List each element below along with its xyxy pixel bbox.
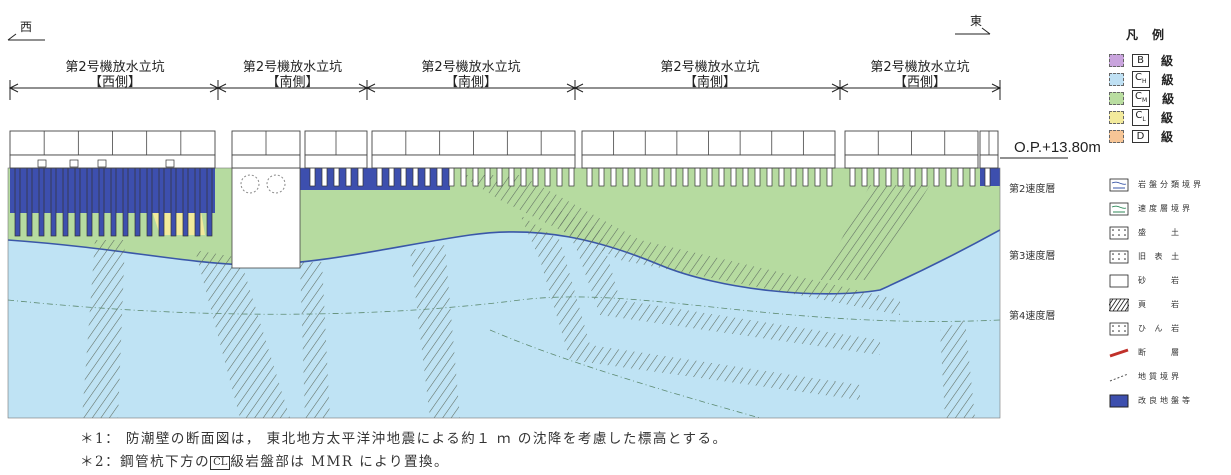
improved-ground-icon — [1109, 394, 1129, 407]
legend-row-symbol: ひ ん 岩 — [1109, 320, 1182, 337]
legend-row-rock-class: CM 級 — [1109, 90, 1174, 107]
shale-band — [300, 262, 330, 418]
legend-row-symbol: 盛 土 — [1109, 224, 1182, 241]
section-label-side: 【西側】 — [893, 75, 946, 90]
legend-row-rock-class: CH 級 — [1109, 71, 1174, 88]
discharge-shaft — [231, 168, 301, 269]
west-arrow-icon — [7, 33, 45, 41]
rock-class-suffix: 級 — [1161, 73, 1174, 87]
footnote-2-prefix: ＊2：鋼管杭下方の — [80, 454, 211, 470]
legend-row-rock-class: CL 級 — [1109, 109, 1173, 126]
east-label: 東 — [970, 14, 983, 28]
shale-band — [460, 175, 900, 315]
section-label: 第2号機放水立坑 【南側】 — [610, 60, 810, 90]
rock-class-code: CL — [1132, 109, 1149, 126]
rock-class-swatch-icon — [1109, 111, 1124, 124]
rock-class-suffix: 級 — [1161, 130, 1174, 144]
porphyrite-icon — [1109, 322, 1129, 335]
velocity-layer-label: 第3速度層 — [1009, 251, 1056, 262]
section-label: 第2号機放水立坑 【南側】 — [367, 60, 575, 90]
shale-band — [820, 185, 930, 280]
section-label: 第2号機放水立坑 【西側】 — [840, 60, 1000, 90]
section-label-side: 【南側】 — [444, 75, 497, 90]
legend-symbol-label: 速度層境界 — [1138, 204, 1193, 213]
rock-class-suffix: 級 — [1162, 92, 1175, 106]
section-label-name: 第2号機放水立坑 — [421, 60, 521, 75]
rock-class-swatch-icon — [1109, 92, 1124, 105]
shale-band — [540, 200, 880, 355]
geologic-boundary-icon — [1109, 373, 1129, 381]
legend-symbol-label: 旧 表 土 — [1138, 252, 1183, 261]
legend-row-symbol: 速度層境界 — [1109, 200, 1193, 217]
rock-class-swatch-icon — [1109, 130, 1124, 143]
legend-row-symbol: 断 層 — [1109, 344, 1182, 361]
legend-symbol-label: 頁 岩 — [1138, 300, 1182, 309]
velocity-boundary-icon — [1109, 202, 1129, 215]
shale-band — [195, 250, 290, 418]
west-label: 西 — [20, 20, 33, 34]
legend-symbol-label: ひ ん 岩 — [1138, 324, 1183, 333]
section-label-name: 第2号機放水立坑 — [870, 60, 970, 75]
legend-row-symbol: 改良地盤等 — [1109, 392, 1193, 409]
section-label-name: 第2号機放水立坑 — [660, 60, 760, 75]
shale-band — [82, 240, 125, 418]
section-label-name: 第2号機放水立坑 — [242, 60, 343, 75]
rock-boundary-icon — [1109, 178, 1129, 191]
cl-class-box: CL — [210, 456, 231, 470]
elevation-label: O.P.+13.80m — [1014, 139, 1101, 156]
rock-class-code: B — [1132, 54, 1149, 67]
shale-band — [410, 245, 460, 418]
seawall-superstructure — [9, 130, 999, 169]
legend-symbol-label: 盛 土 — [1138, 228, 1182, 237]
legend-symbol-label: 岩盤分類境界 — [1138, 180, 1204, 189]
legend-title: 凡例 — [1126, 28, 1179, 42]
rock-class-suffix: 級 — [1161, 111, 1174, 125]
velocity-layer-label: 第2速度層 — [1009, 184, 1056, 195]
legend-row-symbol: 旧 表 土 — [1109, 248, 1182, 265]
rock-class-code: D — [1132, 130, 1149, 143]
rock-class-swatch-icon — [1109, 54, 1124, 67]
section-label-side: 【南側】 — [266, 75, 319, 90]
rock-class-code: CH — [1132, 71, 1150, 88]
legend-row-symbol: 地質境界 — [1109, 368, 1182, 385]
legend-symbol-label: 断 層 — [1138, 348, 1182, 357]
velocity-layer-label: 第4速度層 — [1009, 311, 1056, 322]
shale-band — [940, 320, 975, 418]
rock-class-suffix: 級 — [1161, 54, 1174, 68]
footnote-2-suffix: 級岩盤部は MMR により置換。 — [230, 454, 450, 470]
legend-row-symbol: 岩盤分類境界 — [1109, 176, 1204, 193]
sandstone-icon — [1109, 274, 1129, 287]
east-arrow-icon — [955, 27, 991, 35]
fill-soil-icon — [1109, 226, 1129, 239]
legend-row-symbol: 砂 岩 — [1109, 272, 1182, 289]
legend-symbol-label: 地質境界 — [1138, 372, 1182, 381]
legend-row-symbol: 頁 岩 — [1109, 296, 1182, 313]
section-label: 第2号機放水立坑 【西側】 — [30, 60, 200, 90]
legend-symbol-label: 砂 岩 — [1138, 276, 1182, 285]
section-label-name: 第2号機放水立坑 — [65, 60, 165, 75]
old-topsoil-icon — [1109, 250, 1129, 263]
section-label-side: 【南側】 — [683, 75, 736, 90]
footnote-1: ＊1： 防潮壁の断面図は， 東北地方太平洋沖地震による約１ ｍ の沈降を考慮した… — [80, 431, 728, 447]
section-dimension-line — [8, 80, 1002, 100]
fault-icon — [1109, 348, 1129, 357]
rock-class-code: CM — [1132, 90, 1151, 107]
steel-pipe-piles — [14, 168, 991, 237]
section-label-side: 【西側】 — [88, 75, 141, 90]
rock-class-swatch-icon — [1109, 73, 1124, 86]
shale-band — [520, 215, 860, 400]
section-label: 第2号機放水立坑 【南側】 — [218, 60, 367, 90]
shale-icon — [1109, 298, 1129, 311]
legend-symbol-label: 改良地盤等 — [1138, 396, 1193, 405]
